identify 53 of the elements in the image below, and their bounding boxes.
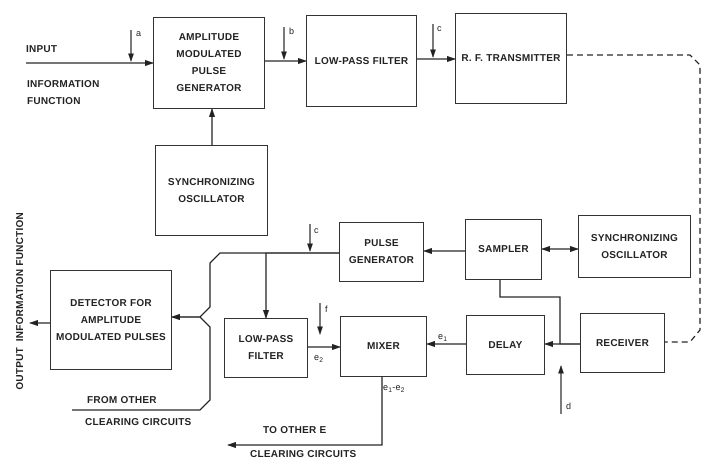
annotation-label: TO OTHER E xyxy=(263,424,326,438)
signal-label: a xyxy=(136,27,142,40)
block-label: MIXER xyxy=(367,340,400,354)
block-label: SYNCHRONIZING OSCILLATOR xyxy=(166,176,256,206)
signal-label: e$_{1}$ xyxy=(438,330,448,344)
signal-label: f xyxy=(325,303,328,316)
annotation-label: CLEARING CIRCUITS xyxy=(250,448,356,462)
block-box xyxy=(50,270,172,370)
arrow xyxy=(227,377,383,448)
block-box xyxy=(578,215,691,278)
block-label: DETECTOR FOR AMPLITUDE MODULATED PULSES xyxy=(55,296,167,344)
signal-label: b xyxy=(289,25,294,38)
arrow xyxy=(265,58,307,64)
annotation-label: CLEARING CIRCUITS xyxy=(85,416,192,430)
block-box xyxy=(339,222,424,282)
block-box xyxy=(455,13,567,104)
annotation-label: INPUT xyxy=(26,43,58,57)
block-label: R. F. TRANSMITTER xyxy=(461,52,561,66)
annotation-label: OUTPUT xyxy=(14,347,27,390)
arrow xyxy=(423,248,465,254)
annotation-label: INFORMATION FUNCTION xyxy=(14,212,27,342)
block-box xyxy=(466,315,545,375)
arrow xyxy=(26,60,154,66)
block-label: PULSE GENERATOR xyxy=(348,237,416,268)
block-label: SAMPLER xyxy=(478,243,529,257)
arrow xyxy=(541,246,579,252)
block-label: SYNCHRONIZING OSCILLATOR xyxy=(590,232,680,262)
arrow xyxy=(308,344,341,350)
block-box xyxy=(465,219,542,280)
arrow xyxy=(72,314,211,411)
signal-label: c xyxy=(437,22,442,35)
block-label: LOW-PASS FILTER xyxy=(314,54,408,68)
block-box xyxy=(306,15,417,107)
block-box xyxy=(153,17,265,109)
block-label: LOW-PASS FILTER xyxy=(238,333,294,364)
block-box xyxy=(155,145,268,236)
arrow xyxy=(262,252,339,319)
block-box xyxy=(340,316,427,377)
signal-label: c xyxy=(314,224,319,237)
arrow xyxy=(426,340,466,348)
arrow xyxy=(208,108,216,145)
annotation-label: INFORMATION FUNCTION xyxy=(27,78,101,109)
block-box xyxy=(224,318,308,378)
arrow xyxy=(417,56,456,62)
signal-label: d xyxy=(566,400,572,413)
annotation-label: FROM OTHER xyxy=(87,394,157,408)
block-box xyxy=(580,313,665,373)
block-label: DELAY xyxy=(488,338,523,352)
arrow xyxy=(29,320,50,326)
block-label: AMPLITUDE MODULATED PULSE GENERATOR xyxy=(175,31,243,96)
signal-label: e$_{1}$-e$_{2}$ xyxy=(383,381,405,394)
block-label: RECEIVER xyxy=(596,336,650,350)
signal-label: e$_{2}$ xyxy=(314,351,324,364)
